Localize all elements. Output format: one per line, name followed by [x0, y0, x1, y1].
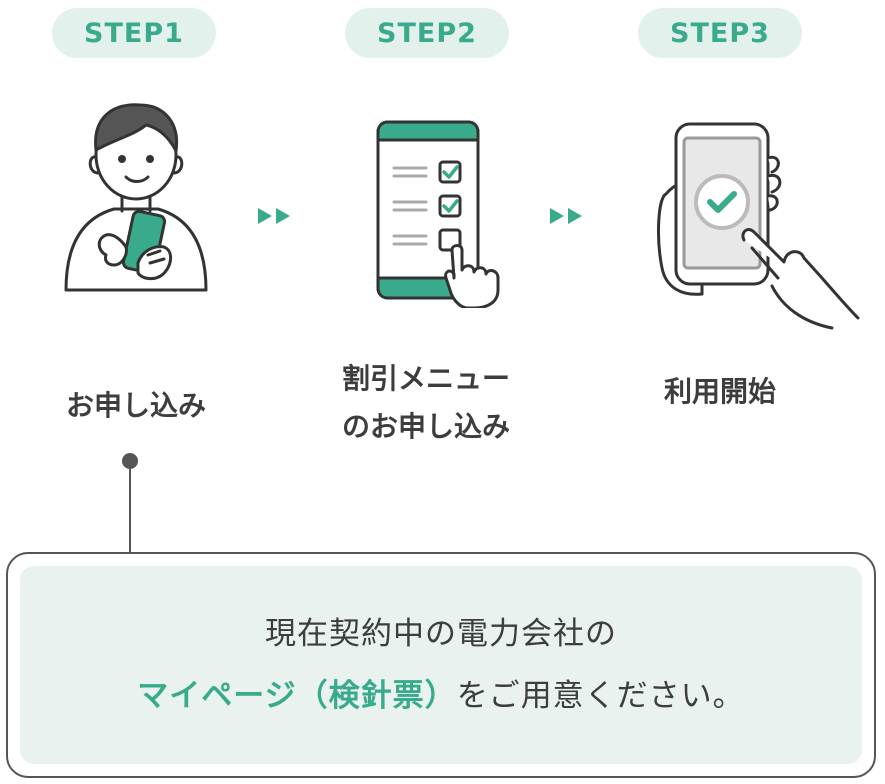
connector-line — [122, 453, 138, 555]
person-with-phone-icon — [64, 103, 208, 292]
info-inner: 現在契約中の電力会社の マイページ（検針票）をご用意ください。 — [20, 566, 862, 764]
checklist-phone-icon — [376, 120, 500, 308]
step1-badge: STEP1 — [52, 8, 216, 58]
info-line2-rest: をご用意ください。 — [456, 678, 745, 714]
step1-label: お申し込み — [65, 389, 206, 422]
double-arrow-icon — [258, 208, 290, 224]
phone-check-tap-icon — [657, 122, 860, 330]
info-box: 現在契約中の電力会社の マイページ（検針票）をご用意ください。 — [6, 552, 876, 778]
info-line2: マイページ（検針票）をご用意ください。 — [137, 665, 744, 727]
step3-badge: STEP3 — [638, 8, 802, 58]
step3-label: 利用開始 — [663, 375, 776, 408]
step2-label: 割引メニュー のお申し込み — [341, 362, 510, 443]
double-arrow-icon — [550, 208, 582, 224]
info-highlight: マイページ（検針票） — [137, 678, 457, 714]
info-line1: 現在契約中の電力会社の — [265, 616, 617, 652]
step2-badge: STEP2 — [345, 8, 509, 58]
